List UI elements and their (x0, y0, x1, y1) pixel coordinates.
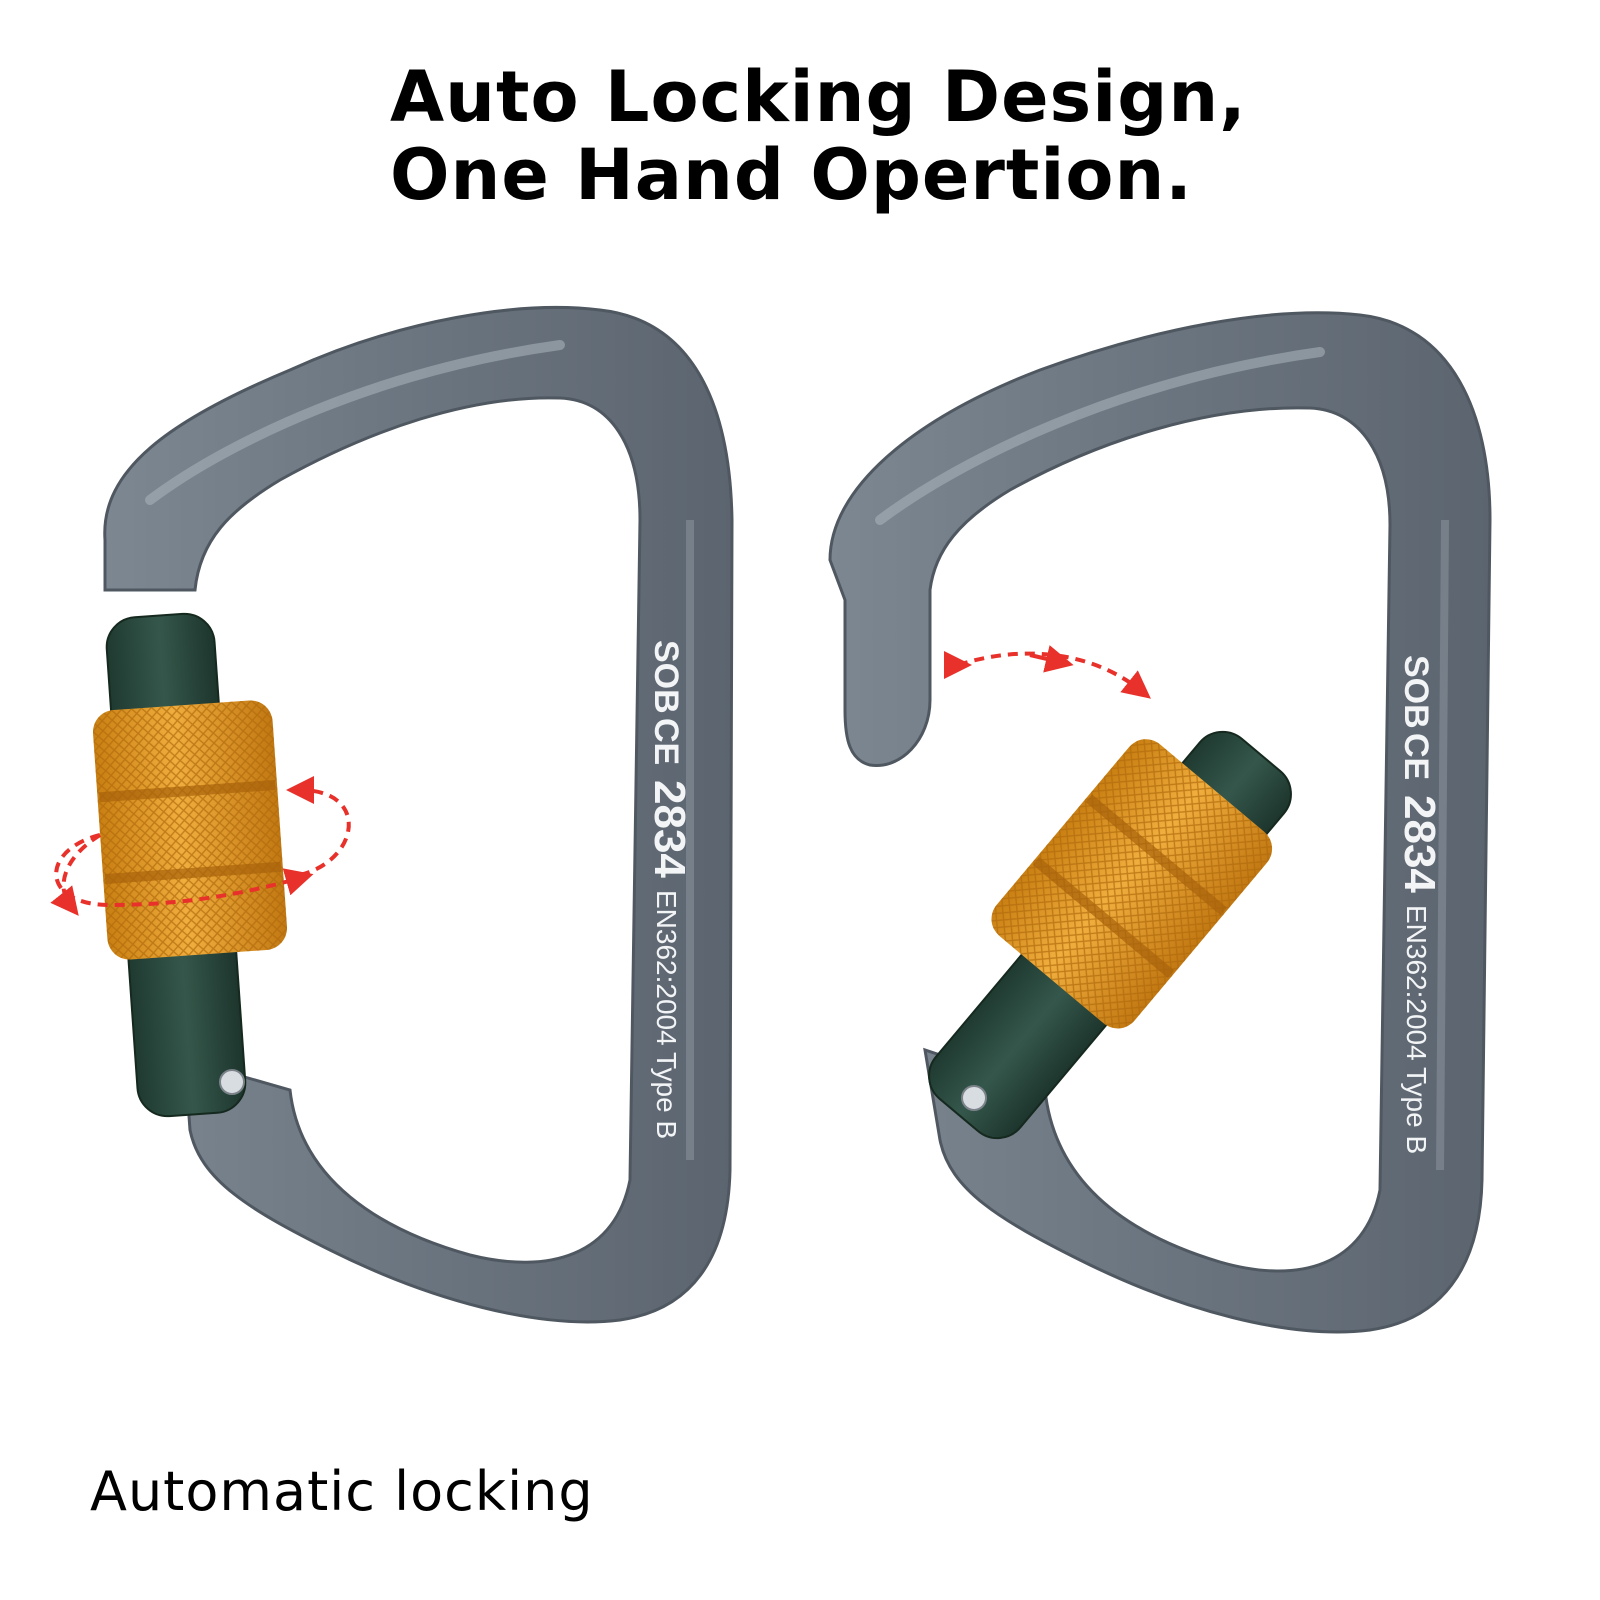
engraving-brand: SOB (1397, 655, 1435, 729)
engraving-standard: EN362:2004 (651, 890, 682, 1046)
swing-arrow-icon (944, 645, 1151, 699)
carabiner-right: SOB CE 2834 EN362:2004 Type B (828, 311, 1492, 1334)
engraving-standard: EN362:2004 (1401, 905, 1432, 1061)
carabiner-left-lock-sleeve (92, 700, 288, 960)
carabiner-left: SOB CE 2834 EN362:2004 Type B (50, 306, 734, 1324)
engraving-ce-mark: CE (1397, 733, 1435, 780)
carabiner-right-lock-sleeve (991, 739, 1273, 1029)
engraving-brand: SOB (647, 640, 685, 714)
carabiner-left-frame (103, 306, 734, 1324)
headline-line-1: Auto Locking Design, (390, 56, 1247, 138)
carabiner-right-engraving: SOB CE 2834 EN362:2004 Type B (1395, 655, 1444, 1154)
engraving-type: Type B (1401, 1067, 1432, 1154)
headline: Auto Locking Design, One Hand Opertion. (390, 58, 1390, 214)
engraving-type: Type B (651, 1052, 682, 1139)
engraving-ce-mark: CE (647, 718, 685, 765)
headline-line-2: One Hand Opertion. (390, 134, 1193, 216)
rotate-arrow-icon (50, 776, 351, 916)
engraving-number: 2834 (1395, 795, 1444, 893)
caption-automatic-locking: Automatic locking (90, 1460, 594, 1523)
carabiner-left-engraving: SOB CE 2834 EN362:2004 Type B (645, 640, 694, 1139)
engraving-number: 2834 (645, 780, 694, 878)
